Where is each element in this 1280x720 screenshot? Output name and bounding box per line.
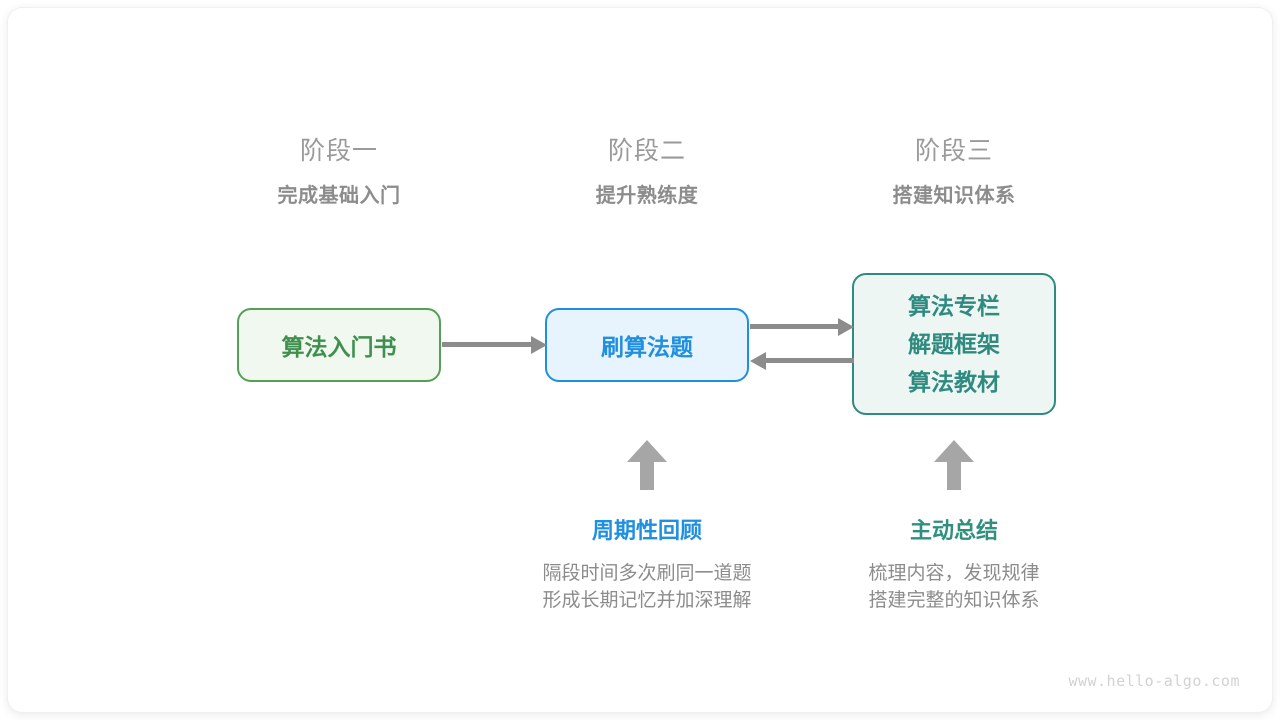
arrow-up-icon-summary bbox=[934, 440, 974, 490]
note-review-title: 周期性回顾 bbox=[591, 518, 702, 543]
stage-header-1: 阶段一 完成基础入门 bbox=[209, 134, 469, 210]
stage-2-subtitle: 提升熟练度 bbox=[595, 185, 699, 207]
node-resources-line-2: 解题框架 bbox=[908, 331, 1000, 357]
arrow-shaft bbox=[750, 324, 840, 329]
note-summary-title: 主动总结 bbox=[909, 518, 998, 543]
arrow-head bbox=[531, 336, 547, 354]
note-periodic-review: 周期性回顾 隔段时间多次刷同一道题 形成长期记忆并加深理解 bbox=[487, 516, 807, 614]
node-algorithm-intro-book: 算法入门书 bbox=[237, 308, 441, 382]
node-book-label: 算法入门书 bbox=[281, 334, 397, 360]
note-review-line-1: 隔段时间多次刷同一道题 bbox=[542, 563, 752, 584]
diagram-canvas: 阶段一 完成基础入门 阶段二 提升熟练度 阶段三 搭建知识体系 算法入门书 刷算… bbox=[8, 8, 1272, 712]
note-summary-line-1: 梳理内容，发现规律 bbox=[868, 563, 1040, 584]
stage-3-subtitle: 搭建知识体系 bbox=[892, 185, 1016, 207]
arrow-head bbox=[934, 440, 974, 462]
node-knowledge-resources: 算法专栏 解题框架 算法教材 bbox=[852, 273, 1056, 415]
stage-header-3: 阶段三 搭建知识体系 bbox=[824, 134, 1084, 210]
arrow-shaft bbox=[764, 358, 854, 363]
arrow-right-icon-book-to-practice bbox=[442, 336, 547, 354]
watermark-url: www.hello-algo.com bbox=[1068, 672, 1240, 690]
arrow-left-icon-resources-to-practice bbox=[750, 352, 854, 370]
note-summary-body: 梳理内容，发现规律 搭建完整的知识体系 bbox=[794, 560, 1114, 614]
node-resources-line-3: 算法教材 bbox=[908, 369, 1000, 395]
arrow-shaft bbox=[947, 460, 961, 490]
stage-header-2: 阶段二 提升熟练度 bbox=[517, 134, 777, 210]
node-practice-label: 刷算法题 bbox=[601, 334, 693, 360]
node-practice-problems: 刷算法题 bbox=[545, 308, 749, 382]
arrow-head bbox=[838, 318, 854, 336]
stage-1-title: 阶段一 bbox=[299, 137, 378, 165]
arrow-up-icon-review bbox=[627, 440, 667, 490]
stage-3-title: 阶段三 bbox=[914, 137, 993, 165]
arrow-shaft bbox=[442, 342, 533, 347]
arrow-shaft bbox=[640, 460, 654, 490]
node-resources-line-1: 算法专栏 bbox=[908, 293, 1000, 319]
note-review-line-2: 形成长期记忆并加深理解 bbox=[542, 590, 752, 611]
stage-2-title: 阶段二 bbox=[607, 137, 686, 165]
note-active-summary: 主动总结 梳理内容，发现规律 搭建完整的知识体系 bbox=[794, 516, 1114, 614]
stage-1-subtitle: 完成基础入门 bbox=[277, 185, 401, 207]
note-summary-line-2: 搭建完整的知识体系 bbox=[868, 590, 1040, 611]
arrow-head bbox=[750, 352, 766, 370]
arrow-right-icon-practice-to-resources bbox=[750, 318, 854, 336]
note-review-body: 隔段时间多次刷同一道题 形成长期记忆并加深理解 bbox=[487, 560, 807, 614]
arrow-head bbox=[627, 440, 667, 462]
